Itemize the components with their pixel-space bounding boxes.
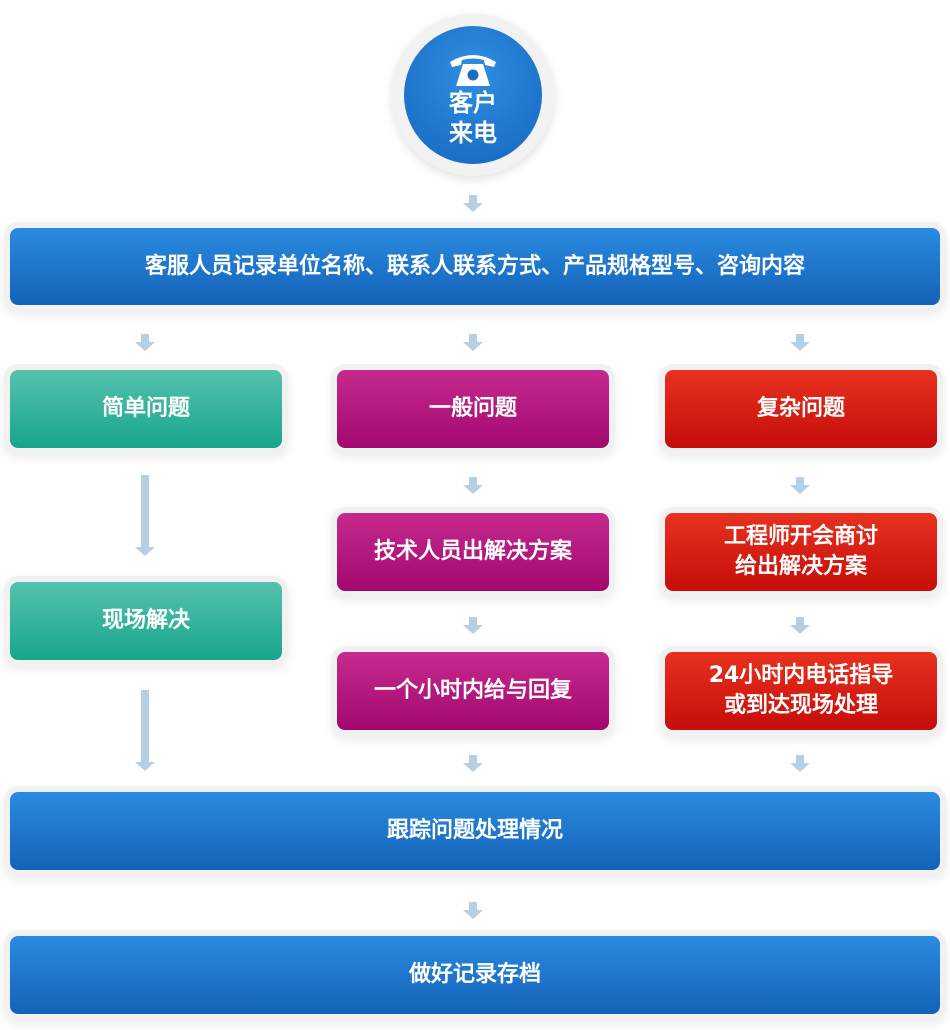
24h-guidance-step: 24小时内电话指导 或到达现场处理 [665,652,937,730]
telephone-icon [450,55,496,86]
start-label-line1: 客户 [449,89,497,117]
engineer-meeting-line1: 工程师开会商讨 [723,524,878,549]
engineer-meeting-step: 工程师开会商讨 给出解决方案 [665,513,937,591]
24h-guidance-line2: 或到达现场处理 [723,693,878,718]
onsite-solve-step: 现场解决 [10,582,282,660]
24h-guidance-line1: 24小时内电话指导 [708,663,894,688]
archive-step: 做好记录存档 [10,936,940,1014]
simple-problem: 简单问题 [10,370,282,448]
record-info-step: 客服人员记录单位名称、联系人联系方式、产品规格型号、咨询内容 [10,228,940,305]
general-problem: 一般问题 [337,370,609,448]
engineer-meeting-line2: 给出解决方案 [734,554,867,579]
track-step: 跟踪问题处理情况 [10,792,940,870]
one-hour-reply-step: 一个小时内给与回复 [337,652,609,730]
tech-solution-step: 技术人员出解决方案 [337,513,609,591]
start-node: 客户 来电 [404,26,542,164]
start-label-line2: 来电 [449,119,497,147]
complex-problem: 复杂问题 [665,370,937,448]
